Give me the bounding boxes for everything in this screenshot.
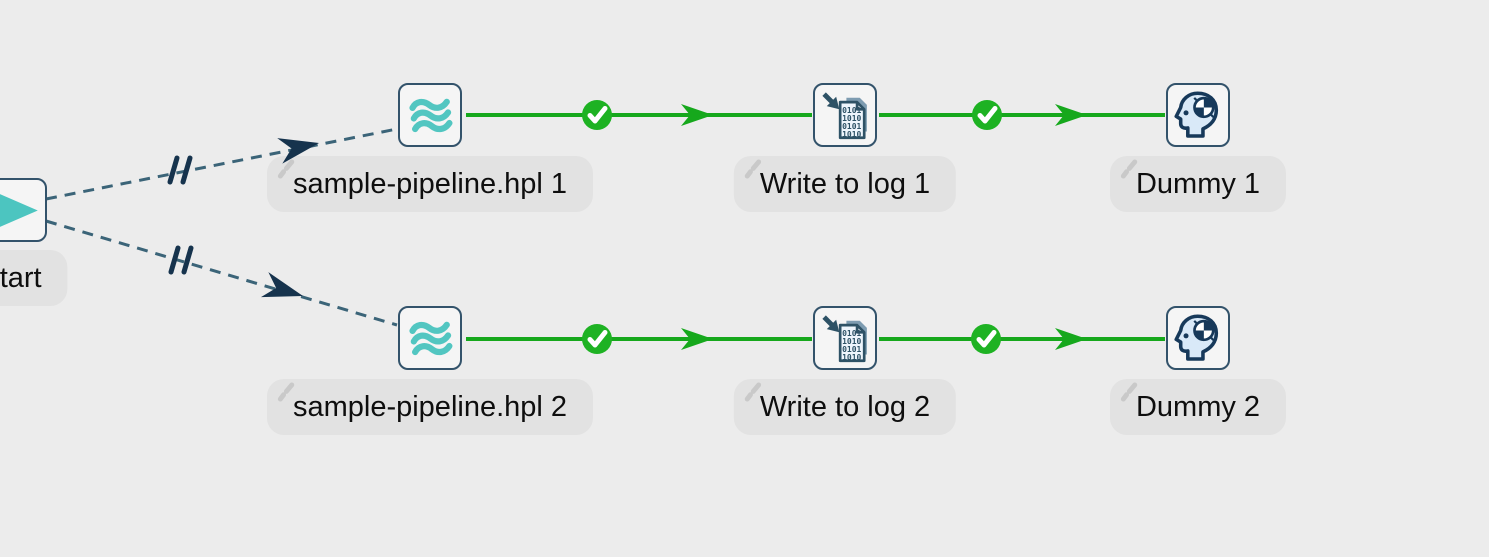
svg-text:1010: 1010 — [842, 113, 861, 122]
action-label-text: Dummy 1 — [1135, 168, 1261, 200]
action-label-text: sample-pipeline.hpl 2 — [292, 391, 568, 423]
arrowhead-icon — [260, 272, 303, 298]
play-icon — [0, 193, 38, 227]
action-label-writelog2[interactable]: Write to log 2 — [733, 379, 957, 435]
action-node-writelog2[interactable]: 0101 1010 0101 1010 — [813, 306, 877, 370]
svg-text:0101: 0101 — [842, 344, 861, 353]
success-check-icon[interactable] — [582, 100, 612, 130]
action-label-text: Start — [0, 262, 42, 294]
svg-text:0101: 0101 — [842, 121, 861, 130]
success-check-icon[interactable] — [971, 324, 1001, 354]
action-node-pipeline2[interactable] — [398, 306, 462, 370]
action-node-writelog1[interactable]: 0101 1010 0101 1010 — [813, 83, 877, 147]
svg-text:1010: 1010 — [842, 336, 861, 345]
hop-start-to-pipeline1[interactable] — [45, 127, 398, 201]
write-to-log-icon: 0101 1010 0101 1010 — [821, 314, 867, 362]
parallel-marker-icon — [167, 155, 193, 185]
action-label-start[interactable]: Start — [0, 250, 68, 306]
arrowhead-icon — [681, 328, 713, 350]
svg-text:1010: 1010 — [842, 352, 861, 361]
action-label-text: Write to log 1 — [759, 168, 931, 200]
edit-pencil-icon[interactable] — [1119, 157, 1143, 181]
action-label-pipeline2[interactable]: sample-pipeline.hpl 2 — [266, 379, 594, 435]
edit-pencil-icon[interactable] — [743, 157, 767, 181]
action-label-text: Write to log 2 — [759, 391, 931, 423]
dummy-head-icon — [1173, 90, 1218, 138]
action-label-text: sample-pipeline.hpl 1 — [292, 168, 568, 200]
edit-pencil-icon[interactable] — [276, 157, 300, 181]
action-node-pipeline1[interactable] — [398, 83, 462, 147]
svg-text:1010: 1010 — [842, 129, 861, 138]
action-label-writelog1[interactable]: Write to log 1 — [733, 156, 957, 212]
pipeline-waves-icon — [408, 321, 452, 355]
dummy-head-icon — [1173, 313, 1218, 361]
svg-text:0101: 0101 — [842, 105, 861, 114]
action-label-dummy1[interactable]: Dummy 1 — [1109, 156, 1287, 212]
action-node-dummy2[interactable] — [1166, 306, 1230, 370]
arrowhead-icon — [277, 138, 319, 164]
arrowhead-icon — [681, 104, 713, 126]
parallel-marker-icon — [168, 245, 194, 275]
success-check-icon[interactable] — [972, 100, 1002, 130]
edit-pencil-icon[interactable] — [276, 380, 300, 404]
action-label-pipeline1[interactable]: sample-pipeline.hpl 1 — [266, 156, 594, 212]
action-node-dummy1[interactable] — [1166, 83, 1230, 147]
edit-pencil-icon[interactable] — [1119, 380, 1143, 404]
pipeline-waves-icon — [408, 98, 452, 132]
hop-start-to-pipeline2[interactable] — [45, 219, 398, 327]
action-label-text: Dummy 2 — [1135, 391, 1261, 423]
write-to-log-icon: 0101 1010 0101 1010 — [821, 91, 867, 139]
arrowhead-icon — [1055, 328, 1087, 350]
action-label-dummy2[interactable]: Dummy 2 — [1109, 379, 1287, 435]
svg-text:0101: 0101 — [842, 328, 861, 337]
success-check-icon[interactable] — [582, 324, 612, 354]
edit-pencil-icon[interactable] — [743, 380, 767, 404]
arrowhead-icon — [1055, 104, 1087, 126]
action-node-start[interactable] — [0, 178, 47, 242]
